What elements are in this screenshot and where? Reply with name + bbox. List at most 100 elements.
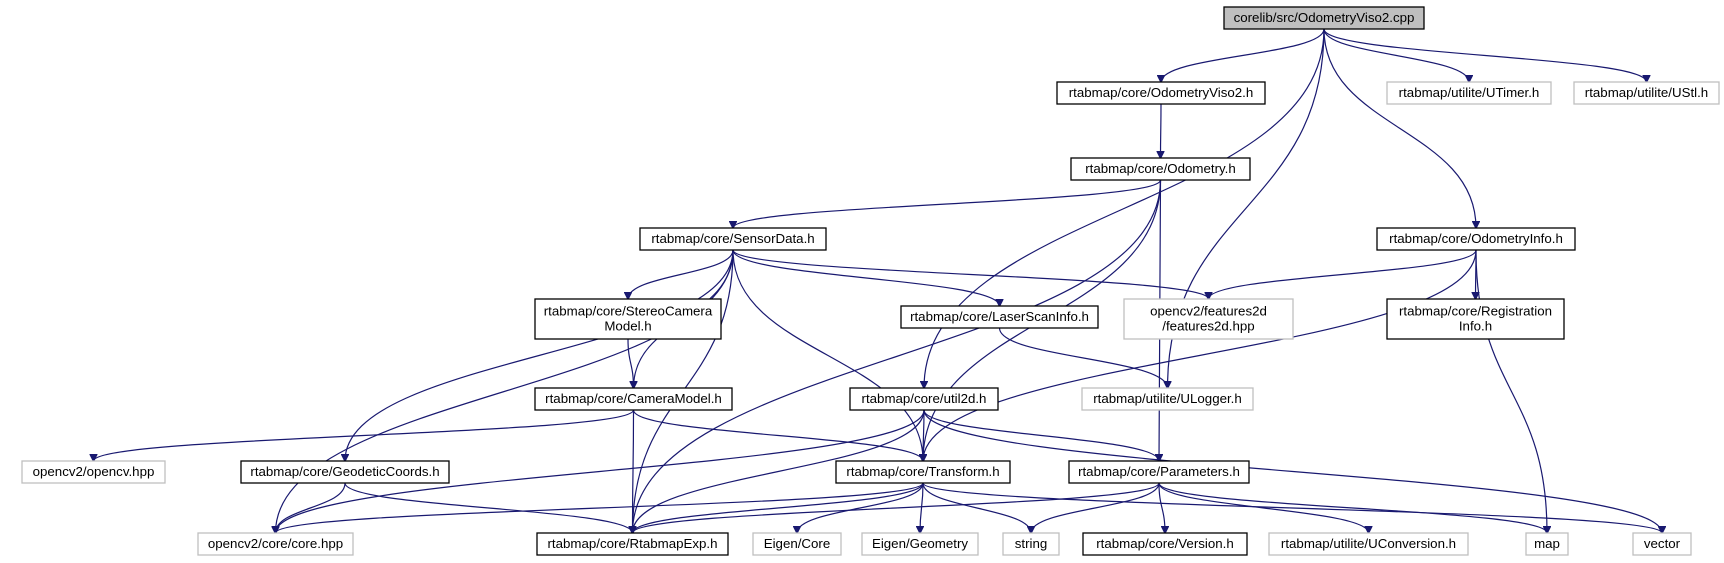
node-box-transform bbox=[835, 460, 1011, 484]
node-box-eigengeom bbox=[861, 532, 979, 556]
node-cameramodel[interactable]: rtabmap/core/CameraModel.h bbox=[534, 387, 733, 411]
node-eigencore: Eigen/Core bbox=[752, 532, 842, 556]
edge-root-to-utimer bbox=[1323, 28, 1469, 82]
node-box-map bbox=[1525, 532, 1569, 556]
node-sensordata[interactable]: rtabmap/core/SensorData.h bbox=[639, 227, 827, 251]
node-box-ustl bbox=[1573, 81, 1720, 105]
edge-cameramodel-to-transform bbox=[632, 409, 924, 461]
node-version[interactable]: rtabmap/core/Version.h bbox=[1082, 532, 1248, 556]
node-odoinfo[interactable]: rtabmap/core/OdometryInfo.h bbox=[1376, 227, 1576, 251]
node-box-util2d bbox=[849, 387, 999, 411]
edge-util2d-to-vector bbox=[923, 409, 1662, 533]
edge-transform-to-string bbox=[922, 482, 1031, 533]
node-label-odometry-0: rtabmap/core/Odometry.h bbox=[1085, 161, 1236, 176]
node-box-version bbox=[1082, 532, 1248, 556]
node-box-odometry bbox=[1070, 157, 1251, 181]
edge-sensordata-to-geodetic bbox=[345, 249, 734, 461]
edge-cameramodel-to-opencv bbox=[94, 409, 635, 461]
node-box-stereocam bbox=[534, 298, 722, 340]
edge-transform-to-rtabmapexp bbox=[633, 482, 924, 533]
node-eigengeom: Eigen/Geometry bbox=[861, 532, 979, 556]
edge-stereocam-to-cameramodel bbox=[627, 338, 634, 388]
node-box-geodetic bbox=[240, 460, 450, 484]
edge-odoinfo-to-transform bbox=[923, 249, 1477, 461]
node-odometry[interactable]: rtabmap/core/Odometry.h bbox=[1070, 157, 1251, 181]
edge-transform-to-vector bbox=[922, 482, 1662, 533]
node-string: string bbox=[1002, 532, 1060, 556]
node-box-root bbox=[1223, 6, 1425, 30]
edge-parameters-to-map bbox=[1158, 482, 1547, 533]
edge-sensordata-to-transform bbox=[732, 249, 923, 461]
edge-odometry-to-sensordata bbox=[733, 179, 1162, 228]
node-label-eigencore-0: Eigen/Core bbox=[764, 536, 831, 551]
node-util2d[interactable]: rtabmap/core/util2d.h bbox=[849, 387, 999, 411]
edge-laserscan-to-ulogger bbox=[998, 327, 1168, 388]
edge-sensordata-to-stereocam bbox=[628, 249, 734, 299]
edge-root-to-odoviso2 bbox=[1161, 28, 1325, 82]
node-label-uconversion-0: rtabmap/utilite/UConversion.h bbox=[1281, 536, 1456, 551]
node-label-sensordata-0: rtabmap/core/SensorData.h bbox=[651, 231, 814, 246]
node-laserscan[interactable]: rtabmap/core/LaserScanInfo.h bbox=[900, 305, 1099, 329]
node-box-eigencore bbox=[752, 532, 842, 556]
node-geodetic[interactable]: rtabmap/core/GeodeticCoords.h bbox=[240, 460, 450, 484]
node-label-opencv-0: opencv2/opencv.hpp bbox=[33, 464, 155, 479]
edge-geodetic-to-rtabmapexp bbox=[344, 482, 633, 533]
node-vector: vector bbox=[1632, 532, 1692, 556]
node-label-string-0: string bbox=[1015, 536, 1048, 551]
edge-root-to-odoinfo bbox=[1323, 28, 1476, 228]
node-label-features2d-1: /features2d.hpp bbox=[1162, 319, 1254, 334]
node-label-laserscan-0: rtabmap/core/LaserScanInfo.h bbox=[910, 309, 1089, 324]
node-box-opencv bbox=[21, 460, 166, 484]
node-label-eigengeom-0: Eigen/Geometry bbox=[872, 536, 968, 551]
edge-sensordata-to-features2d bbox=[732, 249, 1209, 299]
edge-odoinfo-to-map bbox=[1475, 249, 1547, 533]
edge-cameramodel-to-rtabmapexp bbox=[633, 409, 634, 533]
node-label-ulogger-0: rtabmap/utilite/ULogger.h bbox=[1093, 391, 1242, 406]
node-label-ustl-0: rtabmap/utilite/UStl.h bbox=[1585, 85, 1708, 100]
node-label-parameters-0: rtabmap/core/Parameters.h bbox=[1078, 464, 1240, 479]
node-label-vector-0: vector bbox=[1644, 536, 1681, 551]
node-box-string bbox=[1002, 532, 1060, 556]
edge-odometry-to-rtabmapexp bbox=[633, 179, 1162, 533]
node-label-version-0: rtabmap/core/Version.h bbox=[1096, 536, 1233, 551]
node-utimer: rtabmap/utilite/UTimer.h bbox=[1386, 81, 1552, 105]
node-box-odoviso2 bbox=[1056, 81, 1266, 105]
node-root[interactable]: corelib/src/OdometryViso2.cpp bbox=[1223, 6, 1425, 30]
node-features2d: opencv2/features2d/features2d.hpp bbox=[1123, 298, 1294, 340]
node-box-sensordata bbox=[639, 227, 827, 251]
edge-parameters-to-version bbox=[1158, 482, 1165, 533]
node-label-stereocam-1: Model.h bbox=[604, 319, 651, 334]
node-parameters[interactable]: rtabmap/core/Parameters.h bbox=[1068, 460, 1250, 484]
node-label-cameramodel-0: rtabmap/core/CameraModel.h bbox=[545, 391, 722, 406]
node-box-features2d bbox=[1123, 298, 1294, 340]
node-odoviso2[interactable]: rtabmap/core/OdometryViso2.h bbox=[1056, 81, 1266, 105]
node-rtabmapexp[interactable]: rtabmap/core/RtabmapExp.h bbox=[536, 532, 729, 556]
dependency-nodes: corelib/src/OdometryViso2.cpp rtabmap/cor… bbox=[21, 6, 1720, 556]
node-label-util2d-0: rtabmap/core/util2d.h bbox=[862, 391, 987, 406]
node-ulogger: rtabmap/utilite/ULogger.h bbox=[1081, 387, 1254, 411]
node-label-odoinfo-0: rtabmap/core/OdometryInfo.h bbox=[1389, 231, 1563, 246]
node-ustl: rtabmap/utilite/UStl.h bbox=[1573, 81, 1720, 105]
edge-util2d-to-parameters bbox=[923, 409, 1159, 461]
node-label-map-0: map bbox=[1534, 536, 1560, 551]
edge-parameters-to-string bbox=[1031, 482, 1160, 533]
edge-parameters-to-rtabmapexp bbox=[633, 482, 1160, 533]
edge-odoinfo-to-features2d bbox=[1209, 249, 1477, 299]
node-box-parameters bbox=[1068, 460, 1250, 484]
node-transform[interactable]: rtabmap/core/Transform.h bbox=[835, 460, 1011, 484]
node-box-vector bbox=[1632, 532, 1692, 556]
node-label-features2d-0: opencv2/features2d bbox=[1150, 304, 1267, 319]
node-label-reginfo-0: rtabmap/core/Registration bbox=[1399, 304, 1552, 319]
node-label-utimer-0: rtabmap/utilite/UTimer.h bbox=[1399, 85, 1540, 100]
edge-transform-to-eigencore bbox=[797, 482, 924, 533]
edge-transform-to-eigengeom bbox=[920, 482, 923, 533]
node-label-geodetic-0: rtabmap/core/GeodeticCoords.h bbox=[250, 464, 439, 479]
node-label-transform-0: rtabmap/core/Transform.h bbox=[846, 464, 999, 479]
edge-util2d-to-corehpp bbox=[276, 409, 925, 533]
edge-util2d-to-transform bbox=[923, 409, 924, 461]
node-box-corehpp bbox=[197, 532, 354, 556]
node-map: map bbox=[1525, 532, 1569, 556]
